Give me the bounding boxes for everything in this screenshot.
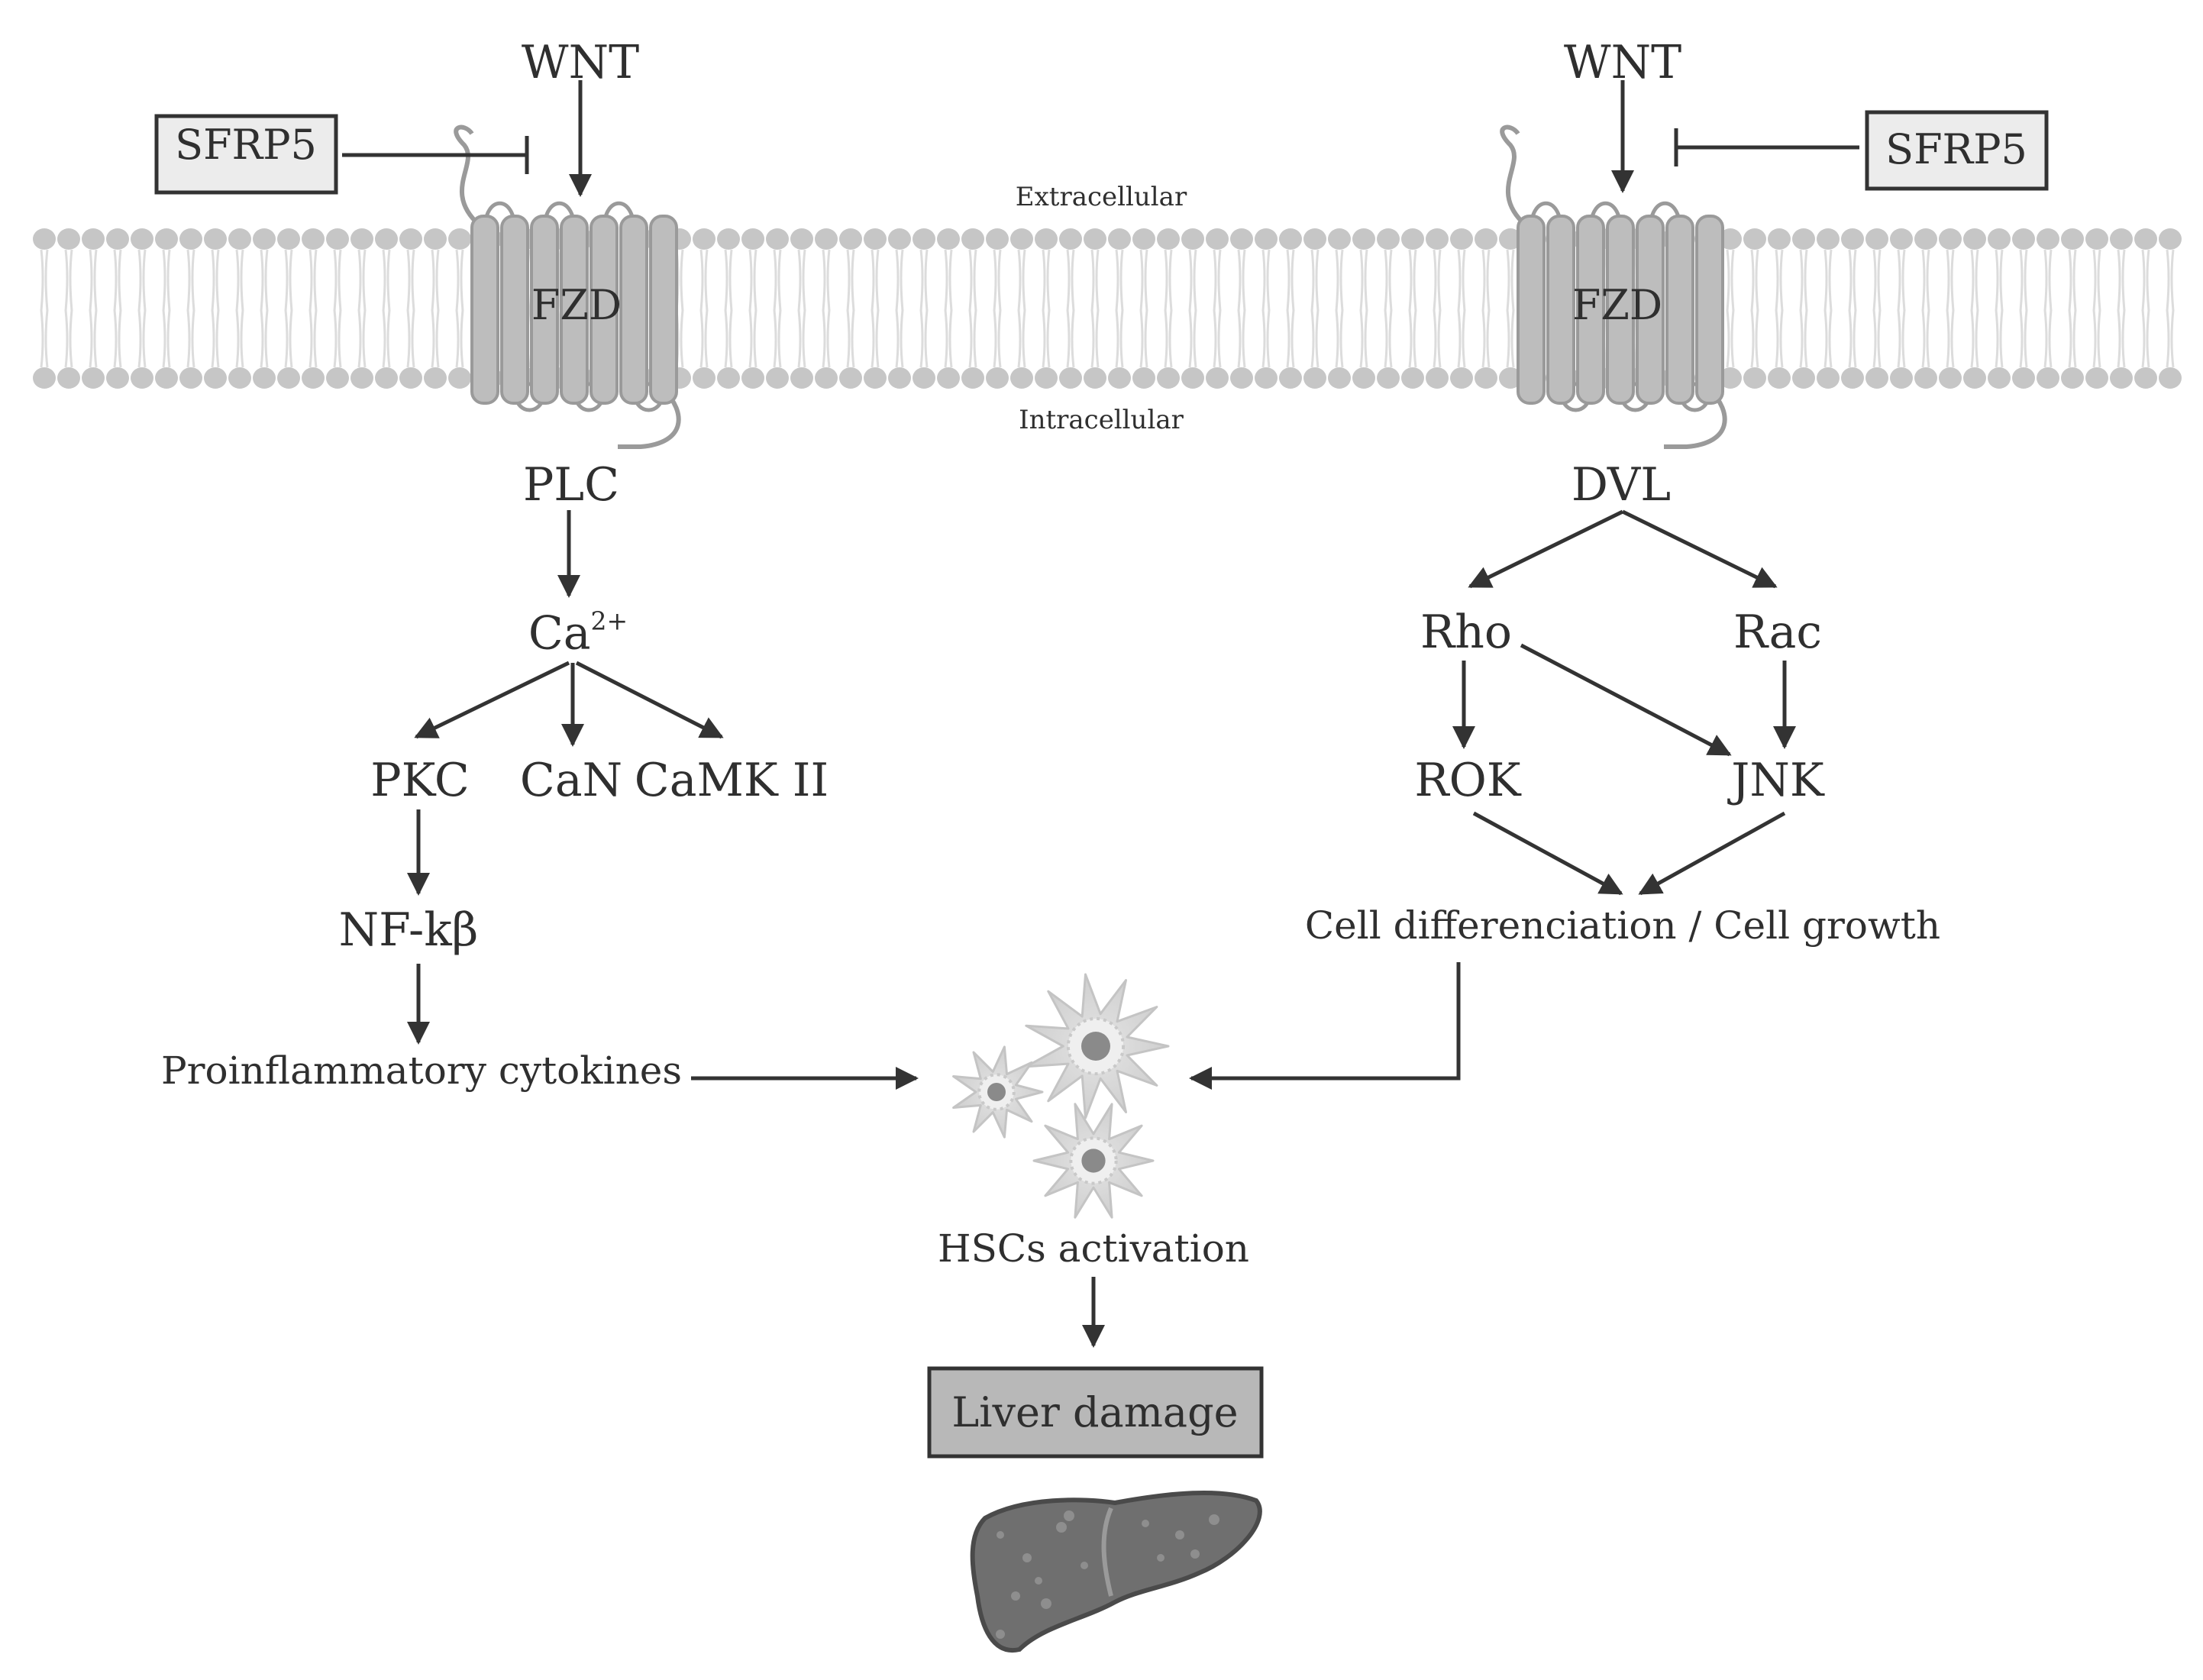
cell-growth-label: Cell differenciation / Cell growth <box>1304 903 1941 948</box>
fzd-receptor-left <box>454 124 681 449</box>
arrow-rok-cellgrowth <box>1472 811 1623 896</box>
rok-label: ROK <box>1414 754 1521 807</box>
arrow-dvl-rac <box>1621 509 1778 589</box>
arrow-dvl-rho <box>1468 509 1624 589</box>
rac-label: Rac <box>1733 606 1822 659</box>
jnk-label: JNK <box>1731 754 1824 807</box>
arrow-ca-camk <box>575 661 724 739</box>
hsc-activation-label: HSCs activation <box>937 1226 1250 1271</box>
sfrp5-box-left <box>154 114 338 195</box>
can-label: CaN <box>519 754 623 807</box>
intracellular-label: Intracellular <box>1019 405 1184 435</box>
wnt-label-left: WNT <box>521 36 640 89</box>
fzd-receptor-right <box>1500 124 1727 449</box>
arrow-cellgrowth-hsc <box>1189 962 1461 1090</box>
liver-icon <box>970 1490 1262 1653</box>
inhibit-line-right <box>1674 128 1859 166</box>
sfrp5-box-right <box>1865 110 2049 191</box>
camk-label: CaMK II <box>634 754 829 807</box>
arrow-rho-jnk <box>1520 643 1732 757</box>
nfkb-label: NF-kβ <box>338 903 479 957</box>
wnt-label-right: WNT <box>1563 36 1682 89</box>
sfrp5-label-right: SFRP5 <box>1885 125 2027 173</box>
liver-damage-label: Liver damage <box>951 1388 1239 1436</box>
arrow-ca-pkc <box>414 661 570 739</box>
ca-label: Ca2+ <box>528 609 628 657</box>
extracellular-label: Extracellular <box>1015 182 1187 212</box>
cytokines-label: Proinflammatory cytokines <box>160 1048 683 1093</box>
fzd-label-left: FZD <box>531 281 622 329</box>
inhibit-line-left <box>342 136 529 174</box>
plc-label: PLC <box>522 458 620 512</box>
liver-damage-box <box>927 1366 1264 1459</box>
rho-label: Rho <box>1420 606 1512 659</box>
arrow-jnk-cellgrowth <box>1638 811 1786 896</box>
stellate-cell-icon <box>952 973 1170 1219</box>
ca-charge: 2+ <box>590 606 628 636</box>
fzd-label-right: FZD <box>1571 281 1663 329</box>
ca-symbol: Ca <box>528 606 591 661</box>
sfrp5-label-left: SFRP5 <box>175 121 317 169</box>
dvl-label: DVL <box>1571 458 1672 512</box>
pkc-label: PKC <box>370 754 470 807</box>
